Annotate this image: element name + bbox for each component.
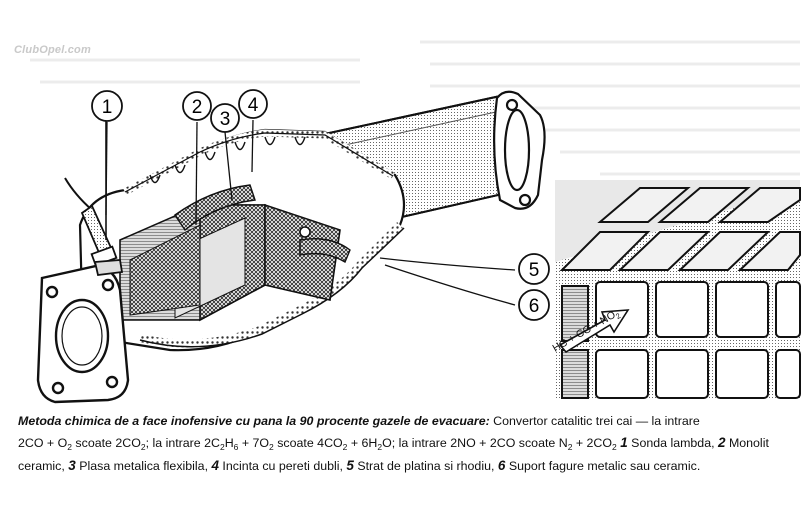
sub: 2 [377, 442, 383, 453]
callout-5-label: 5 [529, 260, 540, 281]
caption-reaction-2-h: H [224, 436, 234, 451]
caption-reaction-1-out: scoate 2CO [71, 436, 141, 451]
legend-text-3: Plasa metalica flexibila, [75, 458, 212, 473]
caption-reaction-2: ; la intrare 2C [145, 436, 220, 451]
converter-drawing: HC + CO + NO2 1 2 3 4 [30, 40, 801, 404]
sub: 2 [567, 442, 573, 453]
legend-text-5: Strat de platina si rhodiu, [353, 458, 498, 473]
inner-flow-arrow [299, 226, 311, 238]
legend-num-3: 3 [68, 457, 76, 473]
sub: 2 [342, 442, 348, 453]
sub: 6 [233, 442, 239, 453]
inlet-flange [36, 264, 130, 404]
callout-5: 5 [518, 253, 550, 285]
callout-4: 4 [238, 89, 268, 119]
catalytic-converter-illustration: HC + CO + NO2 1 2 3 4 [30, 40, 801, 404]
caption-reaction-2-out: scoate 4CO [273, 436, 343, 451]
caption-reaction-2-water: + 6H [347, 436, 378, 451]
callout-2-label: 2 [192, 97, 203, 118]
legend-text-1: Sonda lambda, [627, 436, 718, 451]
leader-lines [105, 119, 516, 306]
callout-6: 6 [518, 289, 550, 321]
caption-title: Metoda chimica de a face inofensive cu p… [18, 414, 490, 428]
callout-2: 2 [182, 91, 212, 121]
caption-reaction-3: O; la intrare 2NO + 2CO scoate N [382, 436, 568, 451]
callout-6-label: 6 [529, 296, 540, 317]
figure-caption: Metoda chimica de a face inofensive cu p… [18, 410, 798, 477]
legend-num-5: 5 [346, 457, 354, 473]
sub: 2 [67, 442, 72, 453]
ceramic-monolith [119, 203, 341, 322]
watermark-text: ClubOpel.com [14, 44, 91, 56]
background-text-lines [30, 40, 800, 176]
callout-1: 1 [91, 90, 123, 122]
callout-4-label: 4 [248, 95, 259, 116]
watermark-logo: ClubOpel.com [14, 44, 91, 56]
honeycomb-detail [555, 180, 801, 399]
caption-intro: Convertor catalitic trei cai — la intrar… [489, 414, 700, 428]
legend-num-1: 1 [620, 435, 628, 451]
flexible-metal-mesh [174, 184, 351, 264]
sub: 2 [612, 442, 617, 453]
caption-reaction-3-out: + 2CO [572, 436, 613, 451]
callout-3: 3 [210, 103, 240, 133]
legend-text-2: Monolit ceramic, [18, 436, 769, 473]
sub: 2 [219, 442, 225, 453]
sub: 2 [269, 442, 274, 453]
legend-num-4: 4 [211, 457, 219, 473]
caption-reaction-1: 2CO + O [18, 436, 68, 451]
callout-3-label: 3 [220, 109, 231, 130]
callout-1-label: 1 [102, 97, 113, 118]
legend-text-4: Incinta cu pereti dubli, [218, 458, 347, 473]
legend-num-2: 2 [717, 435, 726, 451]
lambda-sensor [64, 120, 124, 276]
caption-reaction-2-o: + 7O [238, 436, 270, 451]
legend-text-6: Suport fagure metalic sau ceramic. [505, 458, 701, 473]
outlet-flange [493, 90, 546, 210]
legend-num-6: 6 [497, 457, 506, 473]
sub: 2 [140, 442, 146, 453]
